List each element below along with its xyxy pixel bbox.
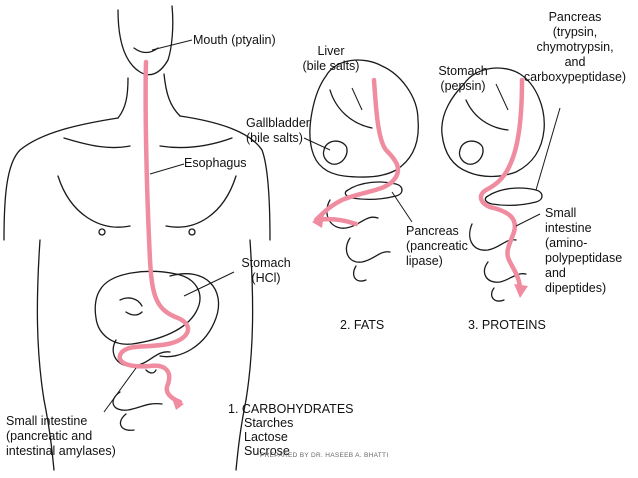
pancreas-3-line2: (trypsin, — [552, 25, 598, 39]
intestine-2 — [326, 199, 391, 282]
caption-fats: 2. FATS — [340, 318, 385, 332]
gallbladder-line2: (bile salts) — [246, 131, 303, 145]
leader-esophagus — [149, 163, 185, 175]
pathway-proteins — [478, 77, 525, 293]
leader-liver — [351, 87, 363, 111]
gallbladder-3 — [458, 140, 484, 165]
arrowhead-3 — [514, 284, 528, 298]
arrowhead-2 — [312, 214, 324, 228]
stomach-1-line1: Stomach — [241, 256, 291, 270]
label-stomach-3: Stomach (pepsin) — [430, 64, 496, 94]
pancreas-2-line1: Pancreas — [406, 224, 459, 238]
label-gallbladder: Gallbladder (bile salts) — [246, 116, 310, 146]
leader-small-intestine-1 — [103, 367, 137, 413]
small-intestine-1-line3: intestinal amylases) — [6, 444, 116, 458]
stomach-1-line2: (HCl) — [251, 271, 281, 285]
arrowhead-1 — [172, 398, 184, 410]
gallbladder-line1: Gallbladder — [246, 116, 310, 130]
small-3-line5: and — [545, 266, 566, 280]
carbs-item-1: Starches — [244, 416, 294, 430]
carbs-item-2: Lactose — [244, 430, 288, 444]
caption-proteins: 3. PROTEINS — [468, 318, 546, 332]
label-stomach-1: Stomach (HCl) — [236, 256, 296, 286]
leader-small-3 — [515, 213, 541, 227]
caption-carbohydrates: 1. CARBOHYDRATES Starches Lactose Sucros… — [228, 402, 354, 458]
small-3-line4: polypeptidase — [545, 251, 623, 265]
small-intestine-1-line2: (pancreatic and — [6, 429, 93, 443]
carbs-item-3: Sucrose — [244, 444, 290, 458]
leader-gallbladder — [303, 137, 331, 151]
small-3-line1: Small — [545, 206, 577, 220]
liver-line1: Liver — [317, 44, 345, 58]
label-esophagus: Esophagus — [184, 156, 247, 170]
leader-stomach-1 — [183, 271, 235, 297]
label-small-intestine-1: Small intestine (pancreatic and intestin… — [6, 414, 116, 459]
pancreas-2-line2: (pancreatic — [406, 239, 468, 253]
pancreas-2-line3: lipase) — [406, 254, 443, 268]
label-pancreas-2: Pancreas (pancreatic lipase) — [406, 224, 468, 269]
small-3-line2: intestine — [545, 221, 592, 235]
liver-3 — [441, 67, 545, 178]
leader-mouth — [151, 39, 193, 51]
small-3-line3: (amino- — [545, 236, 588, 250]
pancreas-3-line5: carboxypeptidase) — [523, 70, 627, 84]
torso-outline — [3, 5, 271, 471]
stomach-3-line1: Stomach — [438, 64, 488, 78]
liver-line2: (bile salts) — [302, 59, 360, 73]
leader-pancreas-3 — [535, 107, 561, 191]
carbs-title: 1. CARBOHYDRATES — [228, 402, 354, 416]
stomach-3-line2: (pepsin) — [440, 79, 486, 93]
leader-pancreas-2 — [391, 191, 413, 223]
small-3-line6: dipeptides) — [545, 281, 607, 295]
pancreas-3-line1: Pancreas — [548, 10, 602, 24]
pathway-carbohydrates — [117, 59, 191, 405]
pancreas-3-line4: and — [564, 55, 586, 69]
label-pancreas-3: Pancreas (trypsin, chymotrypsin, and car… — [518, 10, 632, 85]
leader-stomach-3 — [495, 83, 509, 111]
label-small-intestine-3: Small intestine (amino- polypeptidase an… — [545, 206, 622, 296]
liver-1 — [94, 270, 201, 345]
stomach-1 — [159, 273, 220, 358]
pancreas-3-line3: chymotrypsin, — [536, 40, 614, 54]
label-liver: Liver (bile salts) — [296, 44, 366, 74]
small-intestine-1-line1: Small intestine — [6, 414, 88, 428]
label-mouth: Mouth (ptyalin) — [193, 33, 276, 47]
gallbladder-2 — [322, 140, 348, 165]
credit-text: PREPARED BY DR. HASEEB A. BHATTI — [260, 452, 389, 459]
pancreas-3 — [484, 187, 543, 206]
